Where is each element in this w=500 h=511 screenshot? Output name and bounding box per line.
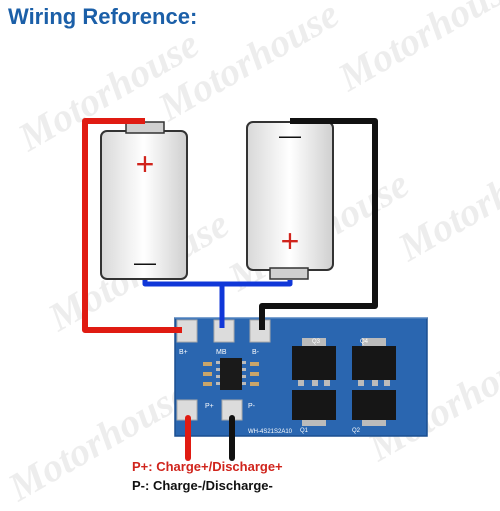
mosfet-label: Q3: [312, 339, 321, 345]
mosfet-q1: [292, 390, 336, 426]
blue-wire-b-mid: [142, 280, 293, 328]
pad-label-p-plus: P+: [205, 403, 214, 410]
black-wire-b-minus: [259, 118, 378, 330]
plus-symbol: +: [281, 223, 300, 259]
minus-symbol: —: [134, 250, 156, 275]
legend-p-minus: P-: Charge-/Discharge-: [132, 478, 273, 493]
control-ic: [216, 358, 246, 390]
battery-cell-left: + —: [100, 121, 188, 280]
battery-cell-right: — +: [246, 121, 334, 280]
pad-label-b-plus: B+: [179, 349, 188, 356]
wiring-diagram: B+ MB B- P+ P- WH-4S21S2A10: [82, 118, 428, 461]
minus-symbol: —: [279, 123, 301, 148]
pad-label-b-mid: MB: [216, 349, 227, 356]
bms-board: B+ MB B- P+ P- WH-4S21S2A10: [174, 317, 428, 437]
pad-label-b-minus: B-: [252, 349, 260, 356]
pad-label-p-minus: P-: [248, 403, 256, 410]
red-wire-b-plus: [82, 118, 182, 333]
smd-components: [203, 362, 259, 386]
board-model-text: WH-4S21S2A10: [248, 429, 293, 435]
mosfet-q3: [292, 338, 336, 386]
plus-symbol: +: [136, 146, 155, 182]
mosfet-label: Q4: [360, 339, 369, 345]
mosfet-q4: [352, 338, 396, 386]
page-title: Wiring Reforence:: [8, 4, 198, 29]
mosfet-q2: [352, 390, 396, 426]
mosfet-label: Q2: [352, 428, 361, 434]
legend-p-plus: P+: Charge+/Discharge+: [132, 459, 283, 474]
mosfet-label: Q1: [300, 428, 309, 434]
